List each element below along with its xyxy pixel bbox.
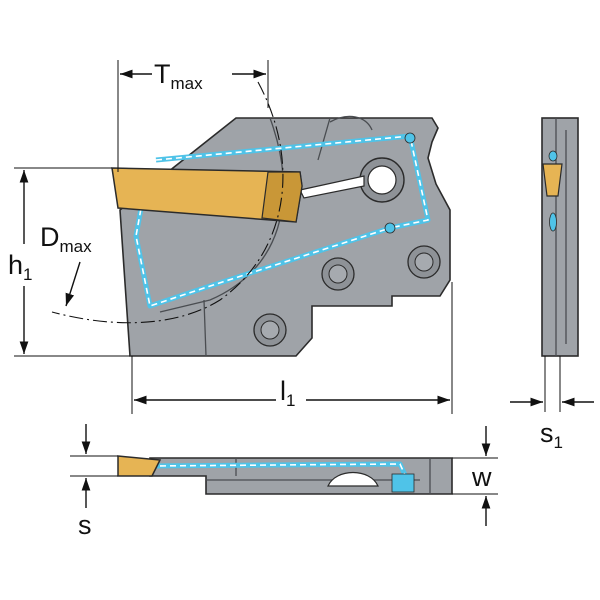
w-label: w [471, 462, 492, 492]
coolant-channel [133, 132, 431, 309]
tmax-dimension: Tmax [117, 59, 269, 172]
screw [407, 245, 441, 279]
l1-dimension: l1 [131, 282, 453, 414]
blade-body [119, 117, 451, 357]
s1-label: s1 [540, 418, 563, 452]
relief-line [317, 117, 331, 161]
top-view-insert [117, 455, 162, 477]
tmax-label: Tmax [154, 59, 203, 93]
s-label: s [78, 510, 92, 540]
h1-label: h1 [8, 250, 33, 284]
screw [253, 313, 287, 347]
end-view: s1 [510, 117, 594, 452]
l1-label: l1 [280, 376, 295, 410]
h1-dimension: h1 [8, 167, 130, 357]
screw [321, 257, 355, 291]
relief-line [203, 299, 207, 357]
clamp-slot [299, 175, 365, 199]
top-view: w s [70, 424, 498, 540]
screw-large [359, 157, 405, 203]
relief-notch [329, 115, 373, 131]
side-view [111, 115, 451, 357]
dmax-label: Dmax [40, 222, 92, 256]
end-view-insert [542, 163, 563, 197]
dmax-dimension: Dmax [40, 81, 284, 324]
end-view-body [541, 117, 579, 357]
